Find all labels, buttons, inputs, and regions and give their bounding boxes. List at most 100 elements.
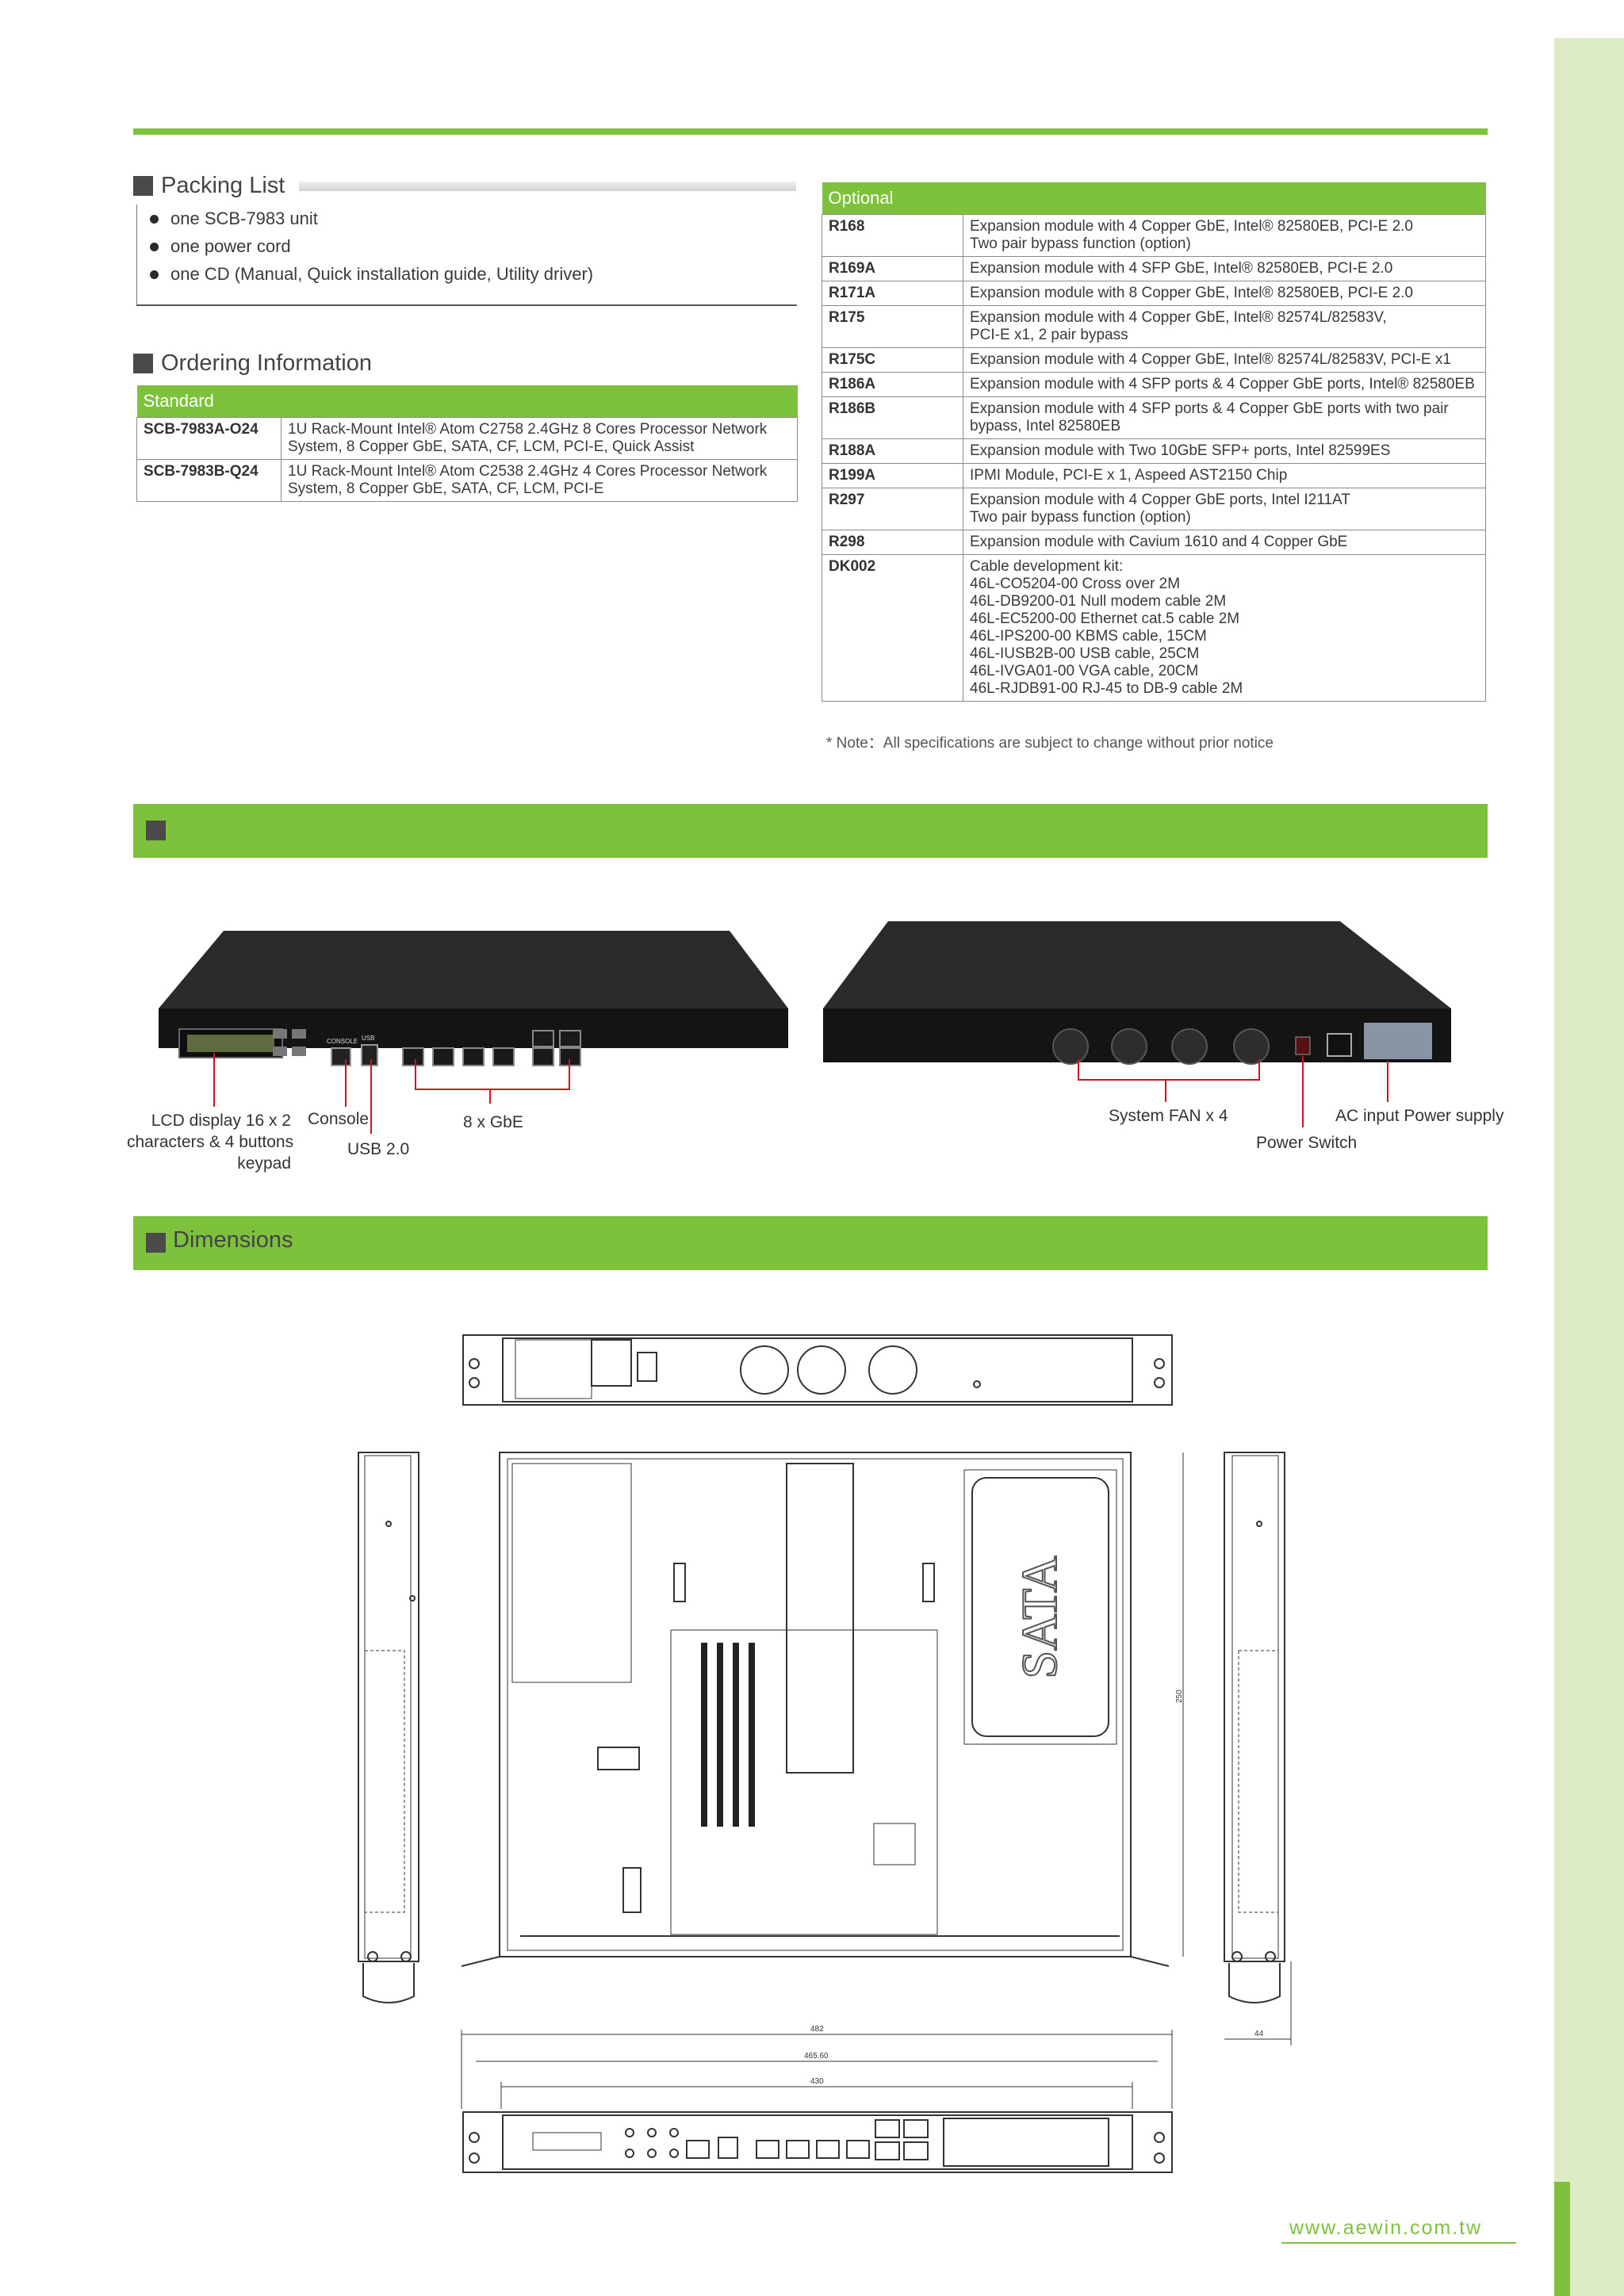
console-callout: Console [308, 1110, 370, 1128]
lcd-callout-line: LCD display 16 x 2 [151, 1112, 291, 1130]
description-line: Two pair bypass function (option) [970, 509, 1191, 526]
usb-callout: USB 2.0 [347, 1140, 410, 1158]
dim-482: 482 [810, 2025, 824, 2034]
lcd-screen [187, 1035, 274, 1052]
section-square-icon [133, 176, 153, 196]
description-line: Expansion module with Cavium 1610 and 4 … [970, 534, 1348, 550]
lcd-callout: LCD display 16 x 2 characters & 4 button… [127, 1110, 294, 1174]
description-line: Expansion module with 4 SFP ports & 4 Co… [970, 400, 1449, 417]
description-line: System, 8 Copper GbE, SATA, CF, LCM, PCI… [288, 438, 695, 455]
dim-465: 465.60 [804, 2052, 829, 2061]
ac-inlet [1327, 1033, 1352, 1057]
usb-port [361, 1044, 378, 1066]
psu-grill [1364, 1023, 1432, 1059]
front-callout-lines [213, 1053, 570, 1134]
model-code: R171A [822, 281, 963, 306]
power-switch-callout: Power Switch [1256, 1134, 1358, 1152]
model-description: Expansion module with 4 Copper GbE, Inte… [963, 347, 1486, 373]
model-code: R297 [822, 488, 963, 530]
description-line: Expansion module with Two 10GbE SFP+ por… [970, 442, 1391, 459]
model-code: R199A [822, 463, 963, 488]
description-line: Expansion module with 4 Copper GbE, Inte… [970, 351, 1451, 368]
model-code: R175C [822, 347, 963, 373]
model-code: R188A [822, 438, 963, 464]
right-side-drawing [1224, 1452, 1292, 2045]
description-line: 1U Rack-Mount Intel® Atom C2758 2.4GHz 8… [288, 421, 768, 438]
model-code: R186A [822, 372, 963, 397]
model-code: SCB-7983A-O24 [136, 417, 282, 460]
model-description: Expansion module with Two 10GbE SFP+ por… [963, 438, 1486, 464]
description-line: 46L-IVGA01-00 VGA cable, 20CM [970, 663, 1199, 679]
model-code: DK002 [822, 554, 963, 702]
ordering-heading: Ordering Information [133, 350, 372, 377]
ac-callout: AC input Power supply [1335, 1107, 1504, 1125]
product-photos: CONSOLE USB [159, 921, 1451, 1134]
optional-row: R175 Expansion module with 4 Copper GbE, … [822, 305, 1486, 348]
description-line: Expansion module with 4 Copper GbE, Inte… [970, 309, 1387, 326]
model-description: Expansion module with Cavium 1610 and 4 … [963, 530, 1486, 555]
description-line: Expansion module with 4 SFP ports & 4 Co… [970, 376, 1475, 392]
gbe-callout: 8 x GbE [463, 1113, 523, 1131]
optional-row: R186A Expansion module with 4 SFP ports &… [822, 372, 1486, 397]
optional-row: R171A Expansion module with 8 Copper GbE,… [822, 281, 1486, 306]
description-line: Expansion module with 4 Copper GbE ports… [970, 492, 1350, 508]
spec-note: * Note：All specifications are subject to… [826, 735, 1274, 752]
top-green-rule [133, 128, 1488, 135]
dim-44: 44 [1254, 2030, 1264, 2038]
model-description: IPMI Module, PCI-E x 1, Aspeed AST2150 C… [963, 463, 1486, 488]
rear-panel-drawing [462, 1334, 1173, 1406]
model-code: R169A [822, 256, 963, 281]
lcd-callout-line: characters & 4 buttons [127, 1133, 294, 1151]
model-description: Cable development kit:46L-CO5204-00 Cros… [963, 554, 1486, 702]
keypad-button [292, 1047, 306, 1056]
model-code: SCB-7983B-Q24 [136, 459, 282, 502]
model-description: Expansion module with 4 SFP GbE, Intel® … [963, 256, 1486, 281]
description-line: Expansion module with 4 Copper GbE, Inte… [970, 218, 1413, 235]
description-line: 46L-DB9200-01 Null modem cable 2M [970, 593, 1227, 610]
model-description: 1U Rack-Mount Intel® Atom C2538 2.4GHz 4… [281, 459, 798, 502]
dimensions-title: Dimensions [173, 1227, 293, 1253]
description-line: 46L-EC5200-00 Ethernet cat.5 cable 2M [970, 610, 1240, 627]
description-line: System, 8 Copper GbE, SATA, CF, LCM, PCI… [288, 480, 604, 497]
top-view-drawing [461, 1452, 1184, 1967]
packing-list-item: one SCB-7983 unit [150, 205, 797, 232]
dimensions-band: Dimensions [133, 1216, 1488, 1270]
dim-430: 430 [810, 2077, 824, 2086]
model-code: R175 [822, 305, 963, 348]
packing-list-title: Packing List [161, 173, 285, 198]
side-strip [1554, 38, 1624, 2296]
description-line: Cable development kit: [970, 558, 1124, 575]
usb-port-label: USB [362, 1035, 374, 1042]
front-view-chassis: CONSOLE USB [159, 931, 788, 1134]
keypad-button [273, 1047, 287, 1056]
model-code: R186B [822, 396, 963, 439]
description-line: Expansion module with 8 Copper GbE, Inte… [970, 285, 1413, 301]
description-line: 46L-IUSB2B-00 USB cable, 25CM [970, 645, 1200, 662]
model-description: Expansion module with 4 SFP ports & 4 Co… [963, 396, 1486, 439]
model-description: Expansion module with 4 Copper GbE, Inte… [963, 305, 1486, 348]
appearance-band [133, 804, 1488, 858]
fan-grills [1052, 1028, 1270, 1065]
website-url[interactable]: www.aewin.com.tw [1289, 2217, 1483, 2239]
description-line: 46L-RJDB91-00 RJ-45 to DB-9 cable 2M [970, 680, 1243, 697]
optional-header: Optional [822, 182, 1486, 215]
model-description: Expansion module with 4 Copper GbE, Inte… [963, 214, 1486, 257]
section-square-icon [146, 821, 166, 840]
fan-callout: System FAN x 4 [1109, 1107, 1228, 1125]
rear-callout-lines [1078, 1056, 1388, 1127]
side-accent-bar [1554, 2182, 1570, 2296]
console-port-label: CONSOLE [327, 1038, 358, 1045]
optional-row: R298 Expansion module with Cavium 1610 an… [822, 530, 1486, 555]
standard-header: Standard [136, 385, 798, 418]
console-port [331, 1047, 351, 1066]
rear-view-chassis [823, 921, 1451, 1127]
model-code: R298 [822, 530, 963, 555]
model-code: R168 [822, 214, 963, 257]
optional-row: R188A Expansion module with Two 10GbE SFP… [822, 438, 1486, 464]
